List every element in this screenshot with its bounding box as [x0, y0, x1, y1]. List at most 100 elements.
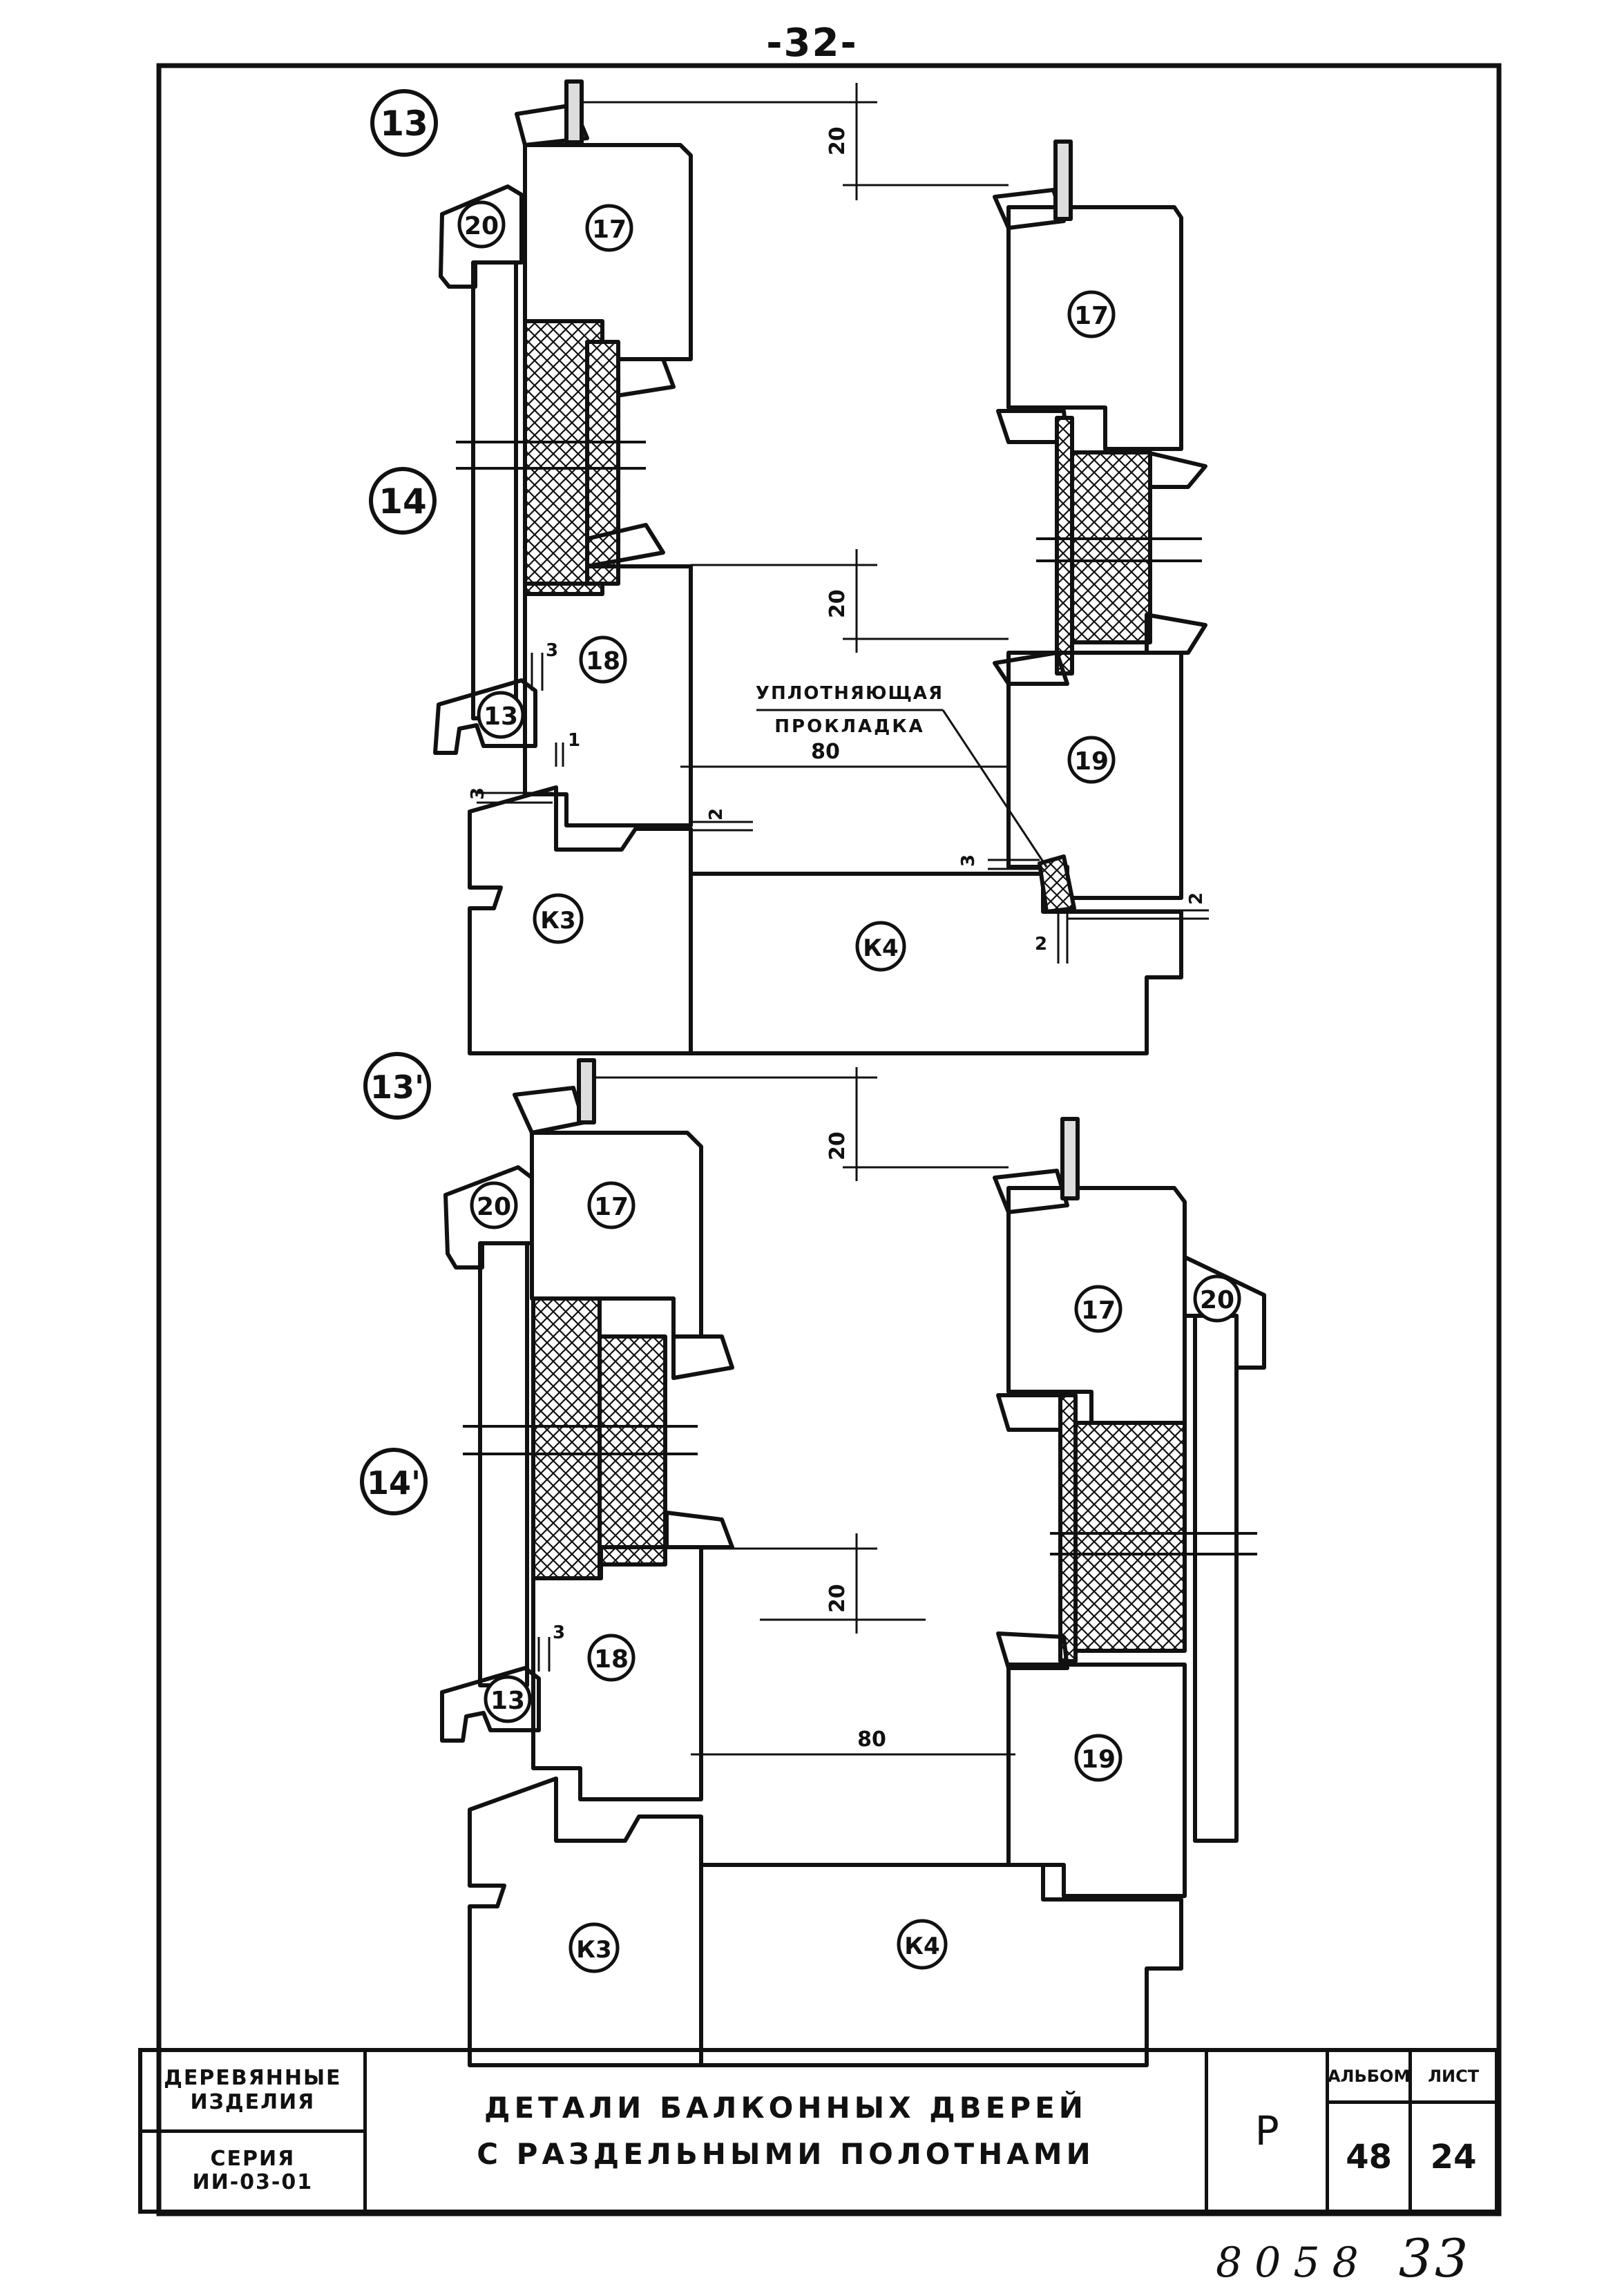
lower-weatherboard-13: [440, 1666, 541, 1743]
part-17-upper: 17: [592, 216, 627, 244]
lower-right-glazing-bead: [993, 1169, 1069, 1214]
category-line-2: ИЗДЕЛИЯ: [190, 2089, 316, 2114]
annotation-gasket-line1: УПЛОТНЯЮЩАЯ: [756, 683, 944, 704]
upper-right-glass: [1053, 140, 1073, 221]
album-label: АЛЬБОМ: [1328, 2052, 1410, 2104]
series-cell: СЕРИЯ ИИ-03-01: [142, 2133, 363, 2210]
section-label-14-prime: 14': [360, 1448, 428, 1515]
upper-detail: [433, 79, 1207, 1055]
lower-right-drip-2: [996, 1631, 1069, 1670]
sheet-cell: ЛИСТ 24: [1412, 2052, 1496, 2210]
dim-20-lower-top: 20: [825, 1131, 850, 1160]
lower-bottom-rail-18: [531, 1545, 703, 1801]
upper-right-drip-3: [1145, 613, 1207, 655]
upper-right-panel: [1058, 450, 1152, 644]
series-label: СЕРИЯ: [210, 2146, 296, 2171]
upper-right-drip-2: [1145, 450, 1207, 489]
lower-left-jamb: [478, 1241, 529, 1687]
upper-panel-insert: [585, 340, 620, 586]
sheet-title-line-1: ДЕТАЛИ БАЛКОННЫХ ДВЕРЕЙ: [484, 2090, 1087, 2125]
lower-right-glass: [1060, 1117, 1080, 1200]
lower-right-panel: [1065, 1421, 1187, 1653]
part-19-upper-right: 19: [1074, 747, 1109, 776]
dim-2-upper-b: 2: [1035, 934, 1047, 955]
lower-right-jamb: [1193, 1314, 1239, 1843]
handwritten-page: 33: [1398, 2228, 1471, 2289]
svg-text:13': 13': [370, 1069, 424, 1106]
upper-glazing-bead-top: [515, 103, 589, 147]
upper-weatherboard-13: [433, 678, 537, 755]
sheet-frame: [156, 63, 1502, 2216]
sheet-title: ДЕТАЛИ БАЛКОННЫХ ДВЕРЕЙ С РАЗДЕЛЬНЫМИ ПО…: [367, 2052, 1209, 2210]
handwritten-number: 8058: [1216, 2239, 1371, 2287]
dim-80-upper: 80: [811, 740, 840, 764]
category-cell: ДЕРЕВЯННЫЕ ИЗДЕЛИЯ: [142, 2052, 363, 2133]
section-label-13-prime: 13': [363, 1052, 431, 1120]
part-k4-upper: К4: [863, 935, 898, 962]
dimension-lines: [477, 83, 1209, 1756]
dim-20-upper-top: 20: [825, 126, 850, 155]
annotation-gasket-line2: ПРОКЛАДКА: [774, 716, 924, 737]
section-label-14: 14: [369, 467, 437, 535]
category-line-1: ДЕРЕВЯННЫЕ: [164, 2066, 342, 2091]
dim-2-upper-a: 2: [706, 808, 727, 821]
part-17-lower: 17: [594, 1193, 629, 1221]
lower-glass-top: [577, 1058, 596, 1124]
part-13-lower: 13: [490, 1687, 525, 1715]
svg-text:14': 14': [367, 1464, 421, 1502]
part-20-lower: 20: [477, 1193, 511, 1221]
sheet-label: ЛИСТ: [1412, 2052, 1496, 2104]
dim-20-upper-mid: 20: [825, 589, 850, 618]
lower-right-bottom-rail-19: [1006, 1663, 1187, 1898]
part-17-lower-right: 17: [1081, 1296, 1116, 1325]
part-k3-upper: К3: [540, 907, 575, 935]
part-18-upper: 18: [586, 647, 620, 676]
title-block: ДЕРЕВЯННЫЕ ИЗДЕЛИЯ СЕРИЯ ИИ-03-01 ДЕТАЛИ…: [138, 2048, 1499, 2214]
dim-3-upper-a: 3: [546, 640, 558, 661]
part-19-lower-right: 19: [1081, 1745, 1116, 1774]
dim-1-upper: 1: [568, 730, 580, 751]
sheet-title-line-2: С РАЗДЕЛЬНЫМИ ПОЛОТНАМИ: [477, 2137, 1095, 2171]
lower-right-seal-strip: [1058, 1393, 1078, 1663]
album-cell: АЛЬБОМ 48: [1328, 2052, 1413, 2210]
svg-text:14: 14: [379, 481, 427, 521]
upper-right-sash-17: [1006, 205, 1183, 451]
upper-bottom-rail-18: [523, 564, 693, 827]
page-number: -32-: [766, 21, 858, 66]
upper-right-lip: [993, 651, 1069, 686]
upper-casing-20: [439, 184, 524, 289]
part-k4-lower: К4: [904, 1933, 939, 1960]
lower-casing-20: [443, 1165, 534, 1270]
stage-value: Р: [1254, 2107, 1279, 2154]
handwritten-note: 8058 33: [1216, 2228, 1471, 2289]
lower-detail: [440, 1058, 1266, 2067]
dim-80-lower: 80: [857, 1727, 886, 1752]
upper-right-seal-strip: [1055, 416, 1074, 676]
lower-lip: [665, 1511, 734, 1549]
part-18-lower: 18: [594, 1645, 629, 1674]
lower-drip: [671, 1334, 734, 1380]
part-17-upper-right: 17: [1074, 302, 1109, 330]
svg-text:13: 13: [380, 104, 428, 144]
dim-20-lower-mid: 20: [825, 1584, 850, 1613]
lower-threshold-k4: [699, 1863, 1183, 2067]
stage-cell: Р: [1208, 2052, 1330, 2210]
lower-threshold-k3: [468, 1776, 703, 2067]
dim-2-upper-c: 2: [1186, 892, 1207, 905]
sheet-value: 24: [1430, 2137, 1477, 2176]
dim-3-lower: 3: [553, 1622, 565, 1643]
dim-3-upper-c: 3: [958, 854, 979, 867]
dim-3-upper-b: 3: [468, 787, 488, 800]
lower-panel-fill: [531, 1296, 602, 1580]
upper-seal-gasket: [1038, 854, 1076, 914]
upper-threshold-k4: [689, 872, 1183, 1055]
part-13-upper: 13: [484, 702, 518, 731]
lower-glazing-bead-top: [513, 1086, 586, 1135]
part-20-upper: 20: [464, 212, 499, 240]
part-20-lower-right: 20: [1200, 1286, 1234, 1314]
series-value: ИИ-03-01: [192, 2170, 314, 2195]
upper-left-jamb: [471, 260, 518, 720]
section-label-13: 13: [370, 89, 438, 157]
upper-glass-top: [564, 79, 584, 144]
